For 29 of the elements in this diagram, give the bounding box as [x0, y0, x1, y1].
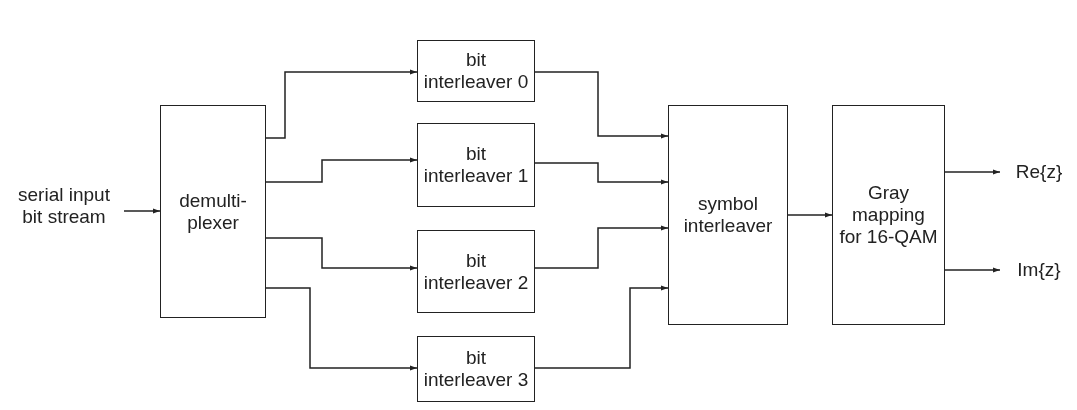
box-label: Gray mapping for 16-QAM	[838, 182, 939, 248]
process-box	[417, 230, 535, 313]
arrow	[265, 287, 418, 371]
arrow	[534, 71, 669, 139]
box-label: bit interleaver 2	[422, 249, 530, 294]
process-box	[668, 105, 788, 325]
box-label: demulti- plexer	[178, 189, 248, 234]
arrow	[534, 225, 669, 269]
arrow	[944, 169, 1001, 175]
arrow	[265, 157, 418, 183]
box-label: bit interleaver 1	[422, 143, 530, 187]
signal-label: Im{z}	[1017, 259, 1061, 281]
process-box	[417, 40, 535, 102]
arrow	[534, 162, 669, 185]
process-box	[417, 123, 535, 207]
signal-label: serial input bit stream	[17, 184, 111, 228]
arrow	[534, 285, 669, 369]
box-label: bit interleaver 3	[422, 347, 530, 391]
process-box	[832, 105, 945, 325]
box-label: symbol interleaver	[682, 193, 774, 237]
arrow	[787, 212, 833, 218]
process-box	[417, 336, 535, 402]
arrow	[265, 69, 418, 139]
signal-label: Re{z}	[1015, 161, 1063, 183]
arrow	[123, 208, 161, 214]
box-label: bit interleaver 0	[422, 49, 530, 93]
arrow	[265, 237, 418, 271]
process-box	[160, 105, 266, 318]
arrow	[944, 267, 1001, 273]
